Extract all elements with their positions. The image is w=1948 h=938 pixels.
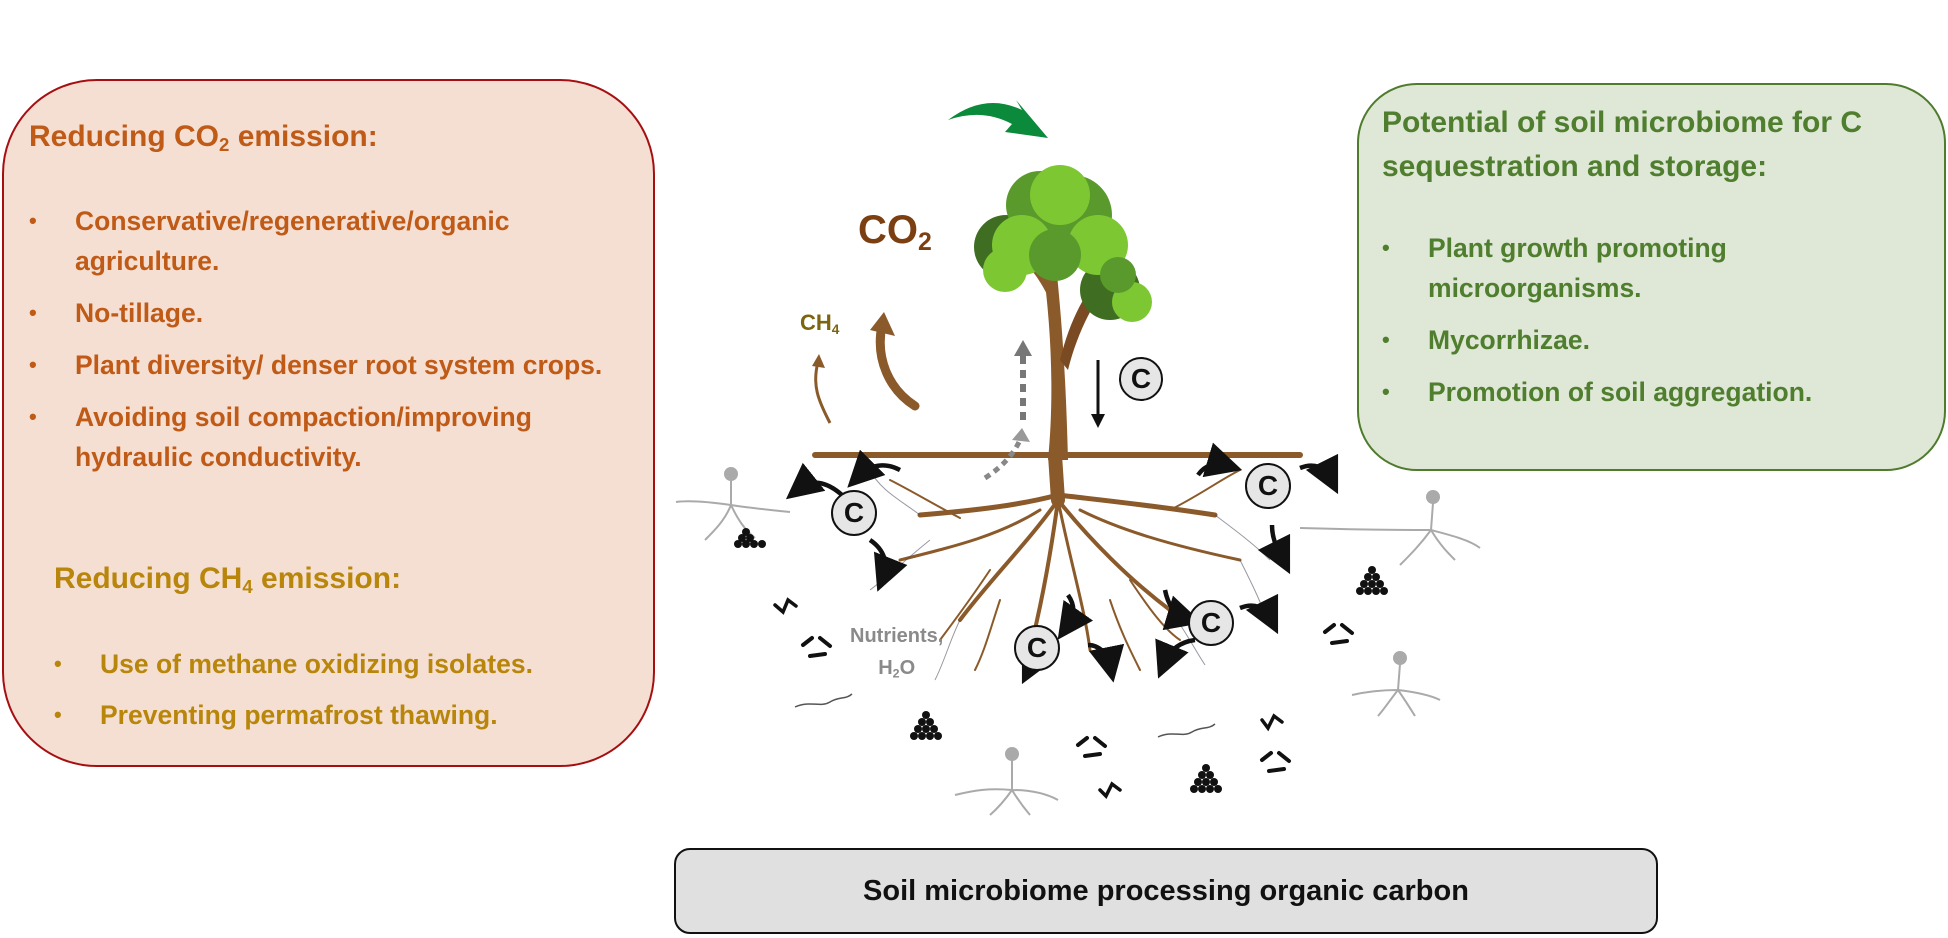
bullet-icon: • — [29, 352, 37, 377]
carbon-bubble-icon: C — [1245, 463, 1291, 509]
ch4-heading-subscript: 4 — [242, 576, 253, 598]
ch4-heading: Reducing CH4 emission: — [54, 561, 401, 597]
worm-icon — [773, 597, 1284, 799]
list-item: • Preventing permafrost thawing. — [54, 695, 634, 735]
carbon-input-arrow-icon — [1091, 414, 1105, 428]
carbon-flow-arrow-icon — [1057, 593, 1094, 640]
list-item-text: Mycorrhizae. — [1428, 325, 1591, 355]
list-item: • Mycorrhizae. — [1382, 320, 1902, 360]
bullet-icon: • — [29, 208, 37, 233]
sequestration-list: •Plant growth promoting microorganisms. … — [1382, 228, 1902, 412]
bullet-icon: • — [54, 651, 62, 676]
list-item-text: Preventing permafrost thawing. — [100, 700, 498, 730]
bullet-icon: • — [29, 300, 37, 325]
ch4-measures-list: • Use of methane oxidizing isolates. • Pre… — [54, 644, 634, 735]
nematode-icon — [794, 693, 1216, 738]
bullet-icon: • — [54, 702, 62, 727]
soil-microbiome-process-box: Soil microbiome processing organic carbo… — [674, 848, 1658, 934]
carbon-bubble-icon: C — [1014, 625, 1060, 671]
carbon-flow-arrow-icon — [785, 462, 844, 500]
list-item-text: Plant growth promoting microorganisms. — [1428, 233, 1727, 303]
carbon-flow-arrow-icon — [1087, 642, 1125, 683]
co2-measures-list: • Conservative/regenerative/organic agric… — [29, 201, 649, 477]
bullet-icon: • — [1382, 235, 1390, 260]
list-item-text: Conservative/regenerative/organic agricu… — [75, 206, 510, 276]
co2-release-arrow-icon — [875, 320, 920, 411]
bullet-icon: • — [1382, 379, 1390, 404]
tree-canopy-icon — [974, 165, 1152, 322]
ch4-label-text: CH — [800, 310, 832, 335]
ch4-label-subscript: 4 — [831, 321, 840, 337]
carbon-symbol: C — [1257, 470, 1279, 501]
fungi-icon — [675, 467, 1481, 816]
carbon-flow-arrow-icon — [868, 538, 908, 592]
co2-reduction-box: Reducing CO2 emission: • Conservative/reg… — [2, 79, 655, 767]
nutrients-water-label: Nutrients, H2O — [850, 620, 943, 684]
list-item: • Plant growth promoting microorganisms. — [1382, 228, 1848, 308]
carbon-symbol: C — [1200, 607, 1222, 638]
co2-heading-suffix: emission: — [229, 120, 378, 153]
list-item: • Plant diversity/ denser root system cro… — [29, 345, 649, 385]
list-item: • Avoiding soil compaction/improving hydr… — [29, 397, 635, 477]
ch4-heading-suffix: emission: — [252, 562, 402, 595]
carbon-flow-arrow-icon — [847, 449, 902, 488]
list-item-text: Plant diversity/ denser root system crop… — [75, 350, 603, 380]
carbon-bubble-icon: C — [1188, 600, 1234, 646]
list-item-text: Use of methane oxidizing isolates. — [100, 649, 533, 679]
list-item: • Conservative/regenerative/organic agric… — [29, 201, 595, 281]
bullet-icon: • — [1382, 327, 1390, 352]
list-item: • No-tillage. — [29, 293, 649, 333]
carbon-flow-arrow-icon — [1257, 524, 1291, 575]
water-text: H2O — [850, 652, 943, 684]
tree-soil-illustration — [675, 100, 1481, 816]
sequestration-potential-box: Potential of soil microbiome for C seque… — [1357, 83, 1946, 471]
list-item-text: Promotion of soil aggregation. — [1428, 377, 1813, 407]
ch4-release-arrow-icon — [814, 361, 832, 424]
list-item: • Promotion of soil aggregation. — [1382, 372, 1902, 412]
carbon-flow-arrow-icon — [1196, 442, 1243, 478]
list-item: • Use of methane oxidizing isolates. — [54, 644, 634, 684]
carbon-flow-arrow-icon — [1299, 453, 1339, 495]
list-item-text: No-tillage. — [75, 298, 204, 328]
carbon-uptake-arrow-icon — [948, 100, 1048, 138]
bullet-icon: • — [29, 404, 37, 429]
water-text-o: O — [899, 657, 916, 679]
co2-label: CO2 — [858, 208, 932, 256]
co2-heading: Reducing CO2 emission: — [29, 119, 378, 155]
carbon-flow-arrow-icon — [1162, 589, 1203, 631]
soil-aggregate-icon — [734, 528, 1388, 793]
carbon-symbol: C — [1130, 363, 1152, 394]
co2-heading-text: Reducing CO — [29, 120, 220, 153]
carbon-flow-arrow-icon — [1239, 593, 1279, 635]
carbon-flow-arrow-icon — [1155, 637, 1196, 679]
carbon-symbol: C — [1026, 632, 1048, 663]
water-text-subscript: 2 — [892, 666, 900, 681]
nutrients-text: Nutrients, — [850, 625, 944, 647]
co2-heading-subscript: 2 — [219, 134, 230, 156]
water-text-h: H — [878, 657, 893, 679]
sequestration-heading: Potential of soil microbiome for C seque… — [1382, 106, 1863, 183]
bacteria-icon — [801, 623, 1354, 773]
ch4-heading-text: Reducing CH — [54, 562, 243, 595]
carbon-bubble-icon: C — [831, 490, 877, 536]
list-item-text: Avoiding soil compaction/improving hydra… — [75, 402, 532, 472]
carbon-bubble-icon: C — [1119, 357, 1163, 401]
co2-label-subscript: 2 — [918, 228, 932, 256]
co2-label-text: CO — [858, 208, 918, 252]
ch4-label: CH4 — [800, 310, 839, 336]
carbon-symbol: C — [843, 497, 865, 528]
soil-microbiome-process-label: Soil microbiome processing organic carbo… — [863, 874, 1469, 907]
